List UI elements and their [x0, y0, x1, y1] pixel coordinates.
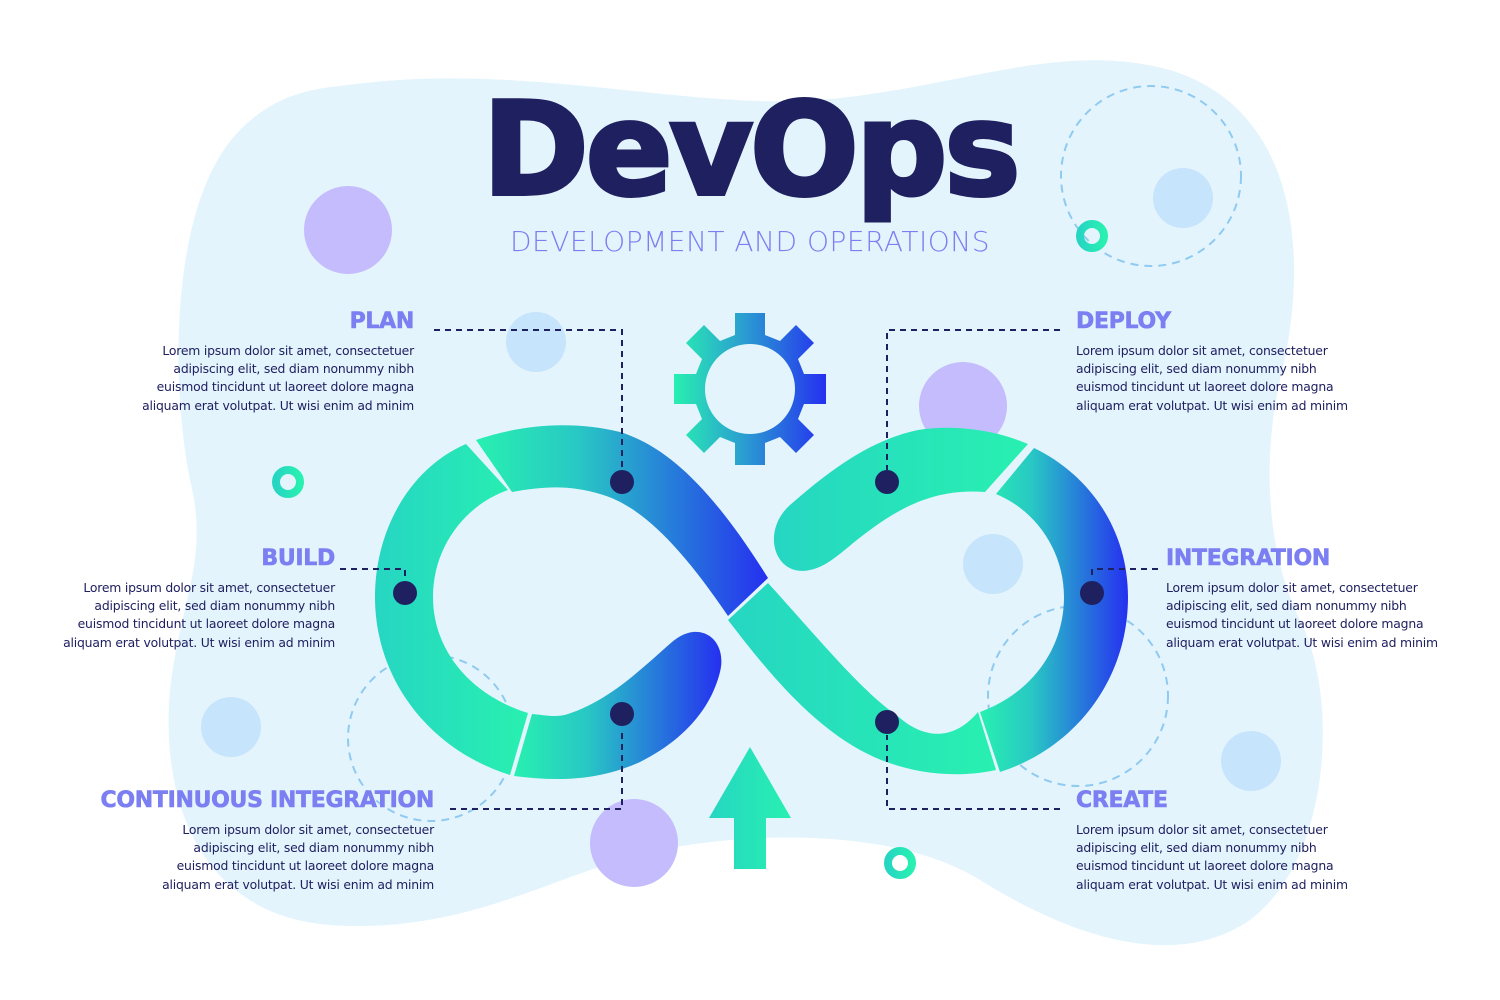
loop-segment-plan — [476, 425, 768, 616]
stage-block-deploy: DEPLOY Lorem ipsum dolor sit amet, conse… — [1076, 308, 1396, 415]
stage-description: Lorem ipsum dolor sit amet, consectetuer… — [1166, 580, 1438, 650]
marker-dot-plan — [610, 470, 634, 494]
stage-block-build: BUILD Lorem ipsum dolor sit amet, consec… — [35, 545, 335, 652]
loop-segment-build — [375, 444, 528, 775]
decor-purple-circle — [304, 186, 392, 274]
stage-description: Lorem ipsum dolor sit amet, consectetuer… — [142, 343, 414, 413]
connector-plan — [434, 329, 623, 470]
decor-lightblue-circle — [963, 534, 1023, 594]
decor-ring — [1076, 220, 1108, 252]
stage-block-create: CREATE Lorem ipsum dolor sit amet, conse… — [1076, 787, 1396, 894]
stage-heading: CONTINUOUS INTEGRATION — [100, 788, 434, 814]
decor-purple-circle — [590, 799, 678, 887]
decor-lightblue-circle — [1221, 731, 1281, 791]
loop-segment-deploy — [773, 427, 1028, 571]
stage-heading: INTEGRATION — [1166, 546, 1331, 572]
connector-integration — [1091, 568, 1158, 580]
decor-lightblue-circle — [201, 697, 261, 757]
infinity-loop — [375, 425, 1128, 780]
marker-dot-build — [393, 581, 417, 605]
gear-icon — [674, 313, 826, 465]
stage-description: Lorem ipsum dolor sit amet, consectetuer… — [63, 580, 335, 650]
stage-block-integration: INTEGRATION Lorem ipsum dolor sit amet, … — [1166, 545, 1486, 652]
marker-dot-integration — [1080, 581, 1104, 605]
stage-block-continuous-integration: CONTINUOUS INTEGRATION Lorem ipsum dolor… — [60, 787, 434, 894]
marker-dot-continuous-integration — [610, 702, 634, 726]
connector-deploy — [886, 329, 1060, 470]
decor-ring — [884, 847, 916, 879]
connector-continuous-integration — [450, 728, 623, 810]
loop-segment-integration — [980, 448, 1128, 772]
page-subtitle: DEVELOPMENT AND OPERATIONS — [509, 225, 991, 258]
decor-ring — [272, 466, 304, 498]
connector-lines — [340, 329, 1158, 810]
stage-heading: BUILD — [261, 546, 336, 572]
stage-heading: DEPLOY — [1076, 309, 1172, 335]
stage-description: Lorem ipsum dolor sit amet, consectetuer… — [1076, 822, 1348, 892]
stage-block-plan: PLAN Lorem ipsum dolor sit amet, consect… — [114, 308, 414, 415]
loop-segment-crossover — [728, 583, 996, 775]
decor-dashed-circle — [1060, 85, 1242, 267]
marker-dot-create — [875, 710, 899, 734]
page-title: DevOps — [480, 74, 1022, 227]
arrow-up-icon — [709, 747, 791, 869]
decor-lightblue-circle — [1153, 168, 1213, 228]
stage-heading: PLAN — [349, 309, 414, 335]
stage-description: Lorem ipsum dolor sit amet, consectetuer… — [162, 822, 434, 892]
stage-description: Lorem ipsum dolor sit amet, consectetuer… — [1076, 343, 1348, 413]
connector-create — [886, 735, 1060, 810]
decor-lightblue-circle — [506, 312, 566, 372]
marker-dot-deploy — [875, 470, 899, 494]
stage-heading: CREATE — [1076, 788, 1169, 814]
